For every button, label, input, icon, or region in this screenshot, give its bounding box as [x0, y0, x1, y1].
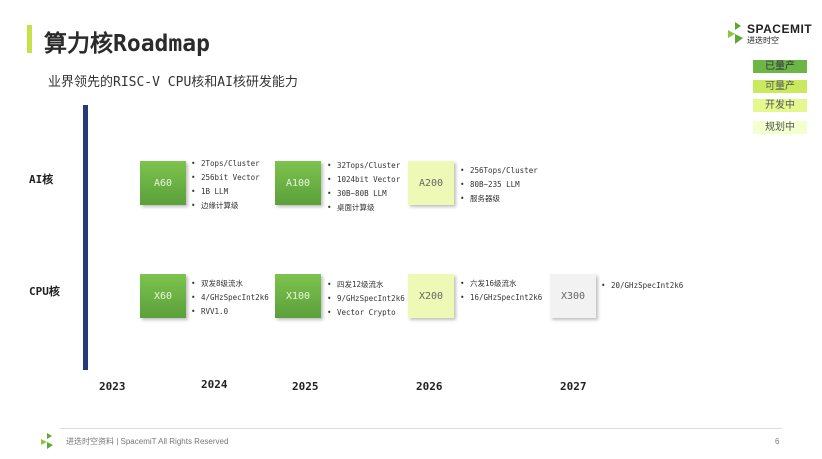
timeline-axis	[83, 105, 88, 370]
chip-a100-specs: 32Tops/Cluster 1024bit Vector 30B~80B LL…	[327, 159, 400, 215]
spec-item: 六发16级流水	[460, 277, 542, 291]
spacemit-logo: SPACEMIT 进迭时空	[727, 22, 812, 46]
footer-copyright: 进迭时空资料 | SpacemiT All Rights Reserved	[66, 437, 229, 446]
logo-wordmark: SPACEMIT	[747, 22, 813, 36]
title-accent-bar	[27, 25, 32, 53]
spec-item: 9/GHzSpecInt2k6	[327, 292, 405, 306]
spec-item: 四发12级流水	[327, 278, 405, 292]
spec-item: 1024bit Vector	[327, 173, 400, 187]
chip-x200-specs: 六发16级流水 16/GHzSpecInt2k6	[460, 277, 542, 305]
chip-x200: X200	[408, 274, 454, 318]
chip-x100-specs: 四发12级流水 9/GHzSpecInt2k6 Vector Crypto	[327, 278, 405, 320]
chip-x300-specs: 20/GHzSpecInt2k6	[601, 279, 683, 293]
spec-item: 边缘计算级	[191, 199, 260, 213]
spec-item: 20/GHzSpecInt2k6	[601, 279, 683, 293]
chip-x60-specs: 双发8级流水 4/GHzSpecInt2k6 RVV1.0	[191, 277, 269, 319]
year-2024: 2024	[201, 378, 228, 391]
year-2023: 2023	[99, 380, 126, 393]
spec-item: 32Tops/Cluster	[327, 159, 400, 173]
chip-a200: A200	[408, 161, 454, 205]
spec-item: 1B LLM	[191, 185, 260, 199]
spacemit-logo-icon	[728, 22, 743, 44]
spec-item: 2Tops/Cluster	[191, 157, 260, 171]
spec-item: 服务器级	[460, 192, 538, 206]
spec-item: 256bit Vector	[191, 171, 260, 185]
legend-mass-produced: 已量产	[753, 60, 807, 73]
chip-a60-specs: 2Tops/Cluster 256bit Vector 1B LLM 边缘计算级	[191, 157, 260, 213]
legend-in-development: 开发中	[753, 99, 807, 112]
chip-a100: A100	[275, 161, 321, 205]
legend-planned: 规划中	[753, 121, 807, 134]
chip-a200-specs: 256Tops/Cluster 80B~235 LLM 服务器级	[460, 164, 538, 206]
spec-item: 30B~80B LLM	[327, 187, 400, 201]
chip-x60: X60	[140, 274, 186, 318]
spec-item: 80B~235 LLM	[460, 178, 538, 192]
page-title: 算力核Roadmap	[44, 31, 210, 57]
footer-logo-icon	[41, 433, 53, 449]
year-2027: 2027	[560, 380, 587, 393]
logo-subtitle: 进迭时空	[747, 36, 779, 45]
spec-item: 256Tops/Cluster	[460, 164, 538, 178]
chip-x300: X300	[550, 274, 596, 318]
footer-divider	[60, 428, 782, 429]
spec-item: 16/GHzSpecInt2k6	[460, 291, 542, 305]
row-label-ai: AI核	[29, 173, 54, 186]
chip-a60: A60	[140, 161, 186, 205]
year-2025: 2025	[292, 380, 319, 393]
spec-item: 双发8级流水	[191, 277, 269, 291]
spec-item: RVV1.0	[191, 305, 269, 319]
year-2026: 2026	[416, 380, 443, 393]
spec-item: Vector Crypto	[327, 306, 405, 320]
legend-producible: 可量产	[753, 80, 807, 93]
spec-item: 4/GHzSpecInt2k6	[191, 291, 269, 305]
row-label-cpu: CPU核	[29, 285, 60, 298]
page-number: 6	[775, 437, 780, 446]
spec-item: 桌面计算级	[327, 201, 400, 215]
chip-x100: X100	[275, 274, 321, 318]
page-subtitle: 业界领先的RISC-V CPU核和AI核研发能力	[48, 75, 298, 90]
